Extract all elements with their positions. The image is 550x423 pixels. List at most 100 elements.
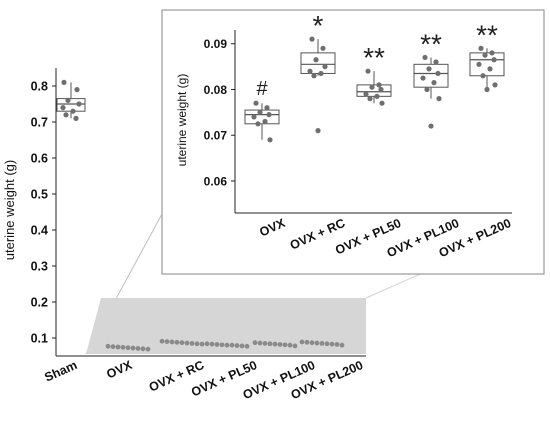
main-point: [60, 105, 66, 111]
inset-box: [300, 52, 336, 74]
inset-point: [487, 66, 493, 72]
inset-point: [262, 118, 268, 125]
inset-point: [484, 86, 490, 93]
main-point: [125, 345, 131, 351]
main-point: [267, 341, 273, 347]
inset-point: [433, 59, 439, 65]
inset-point: [424, 86, 430, 93]
inset-y-tick-label: 0.06: [204, 174, 228, 188]
inset-point: [257, 109, 263, 115]
inset-y-tick-label: 0.07: [204, 129, 228, 143]
inset-point: [253, 100, 259, 106]
main-point: [159, 338, 165, 344]
main-y-tick-label: 0.3: [31, 260, 48, 274]
inset-point: [436, 96, 442, 102]
inset-point: [313, 57, 319, 63]
main-point: [74, 87, 80, 93]
inset-point: [311, 73, 317, 79]
inset-point: [369, 84, 375, 90]
main-point: [214, 342, 220, 347]
main-point: [287, 342, 293, 348]
main-point: [204, 341, 210, 347]
main-category-label: Sham: [42, 358, 79, 385]
main-y-tick-label: 0.6: [31, 152, 48, 166]
main-point: [229, 342, 235, 348]
main-point: [135, 346, 141, 351]
inset-point: [420, 75, 426, 81]
main-point: [324, 341, 330, 347]
main-point: [304, 339, 310, 345]
main-point: [244, 343, 250, 349]
main-point: [262, 341, 268, 346]
inset-significance-label: *: [313, 10, 324, 41]
main-point: [140, 346, 146, 352]
main-point: [73, 115, 79, 121]
inset-point: [492, 82, 498, 88]
inset-point: [267, 137, 273, 143]
inset-point: [309, 36, 315, 42]
inset-point: [264, 105, 270, 111]
main-points: [60, 79, 345, 352]
main-point: [292, 343, 298, 349]
main-point: [299, 339, 305, 345]
main-point: [252, 340, 258, 346]
inset-point: [320, 45, 326, 51]
main-sham-box: [56, 82, 86, 119]
main-point: [224, 342, 230, 348]
inset-outlier: [315, 128, 321, 134]
inset-point: [489, 50, 495, 56]
main-point: [179, 340, 185, 346]
main-point: [115, 344, 121, 350]
main-y-tick-label: 0.5: [31, 188, 48, 202]
inset-point: [379, 100, 385, 106]
inset-significance-labels: #*******: [256, 10, 498, 100]
main-y-axis-label: uterine weight (g): [2, 160, 17, 260]
inset-significance-label: **: [363, 42, 385, 73]
main-y-tick-label: 0.1: [31, 332, 48, 346]
main-point: [209, 341, 215, 347]
inset-point: [478, 45, 484, 51]
inset-point: [255, 121, 261, 127]
main-point: [110, 344, 116, 350]
inset-point: [378, 86, 384, 93]
main-point: [105, 343, 111, 349]
main-category-label: OVX: [104, 358, 134, 382]
inset-point: [476, 61, 482, 67]
inset-box: [356, 84, 392, 97]
main-point: [70, 108, 76, 114]
main-point: [189, 341, 195, 346]
main-point: [194, 341, 200, 347]
zoom-band: [86, 298, 366, 354]
main-point: [319, 341, 325, 346]
main-point: [169, 339, 175, 345]
inset-points: [251, 36, 498, 143]
inset-significance-label: **: [420, 28, 442, 59]
main-y-tick-label: 0.8: [31, 80, 48, 94]
inset-point: [365, 68, 371, 74]
inset-point: [367, 96, 373, 102]
inset-point: [431, 80, 437, 86]
main-point: [164, 339, 170, 344]
main-y-ticks: 0.10.20.30.40.50.60.70.8: [31, 80, 56, 346]
inset-outlier: [428, 123, 434, 129]
main-point: [174, 339, 180, 345]
main-point: [63, 112, 69, 118]
main-point: [120, 344, 126, 350]
inset-significance-label: #: [256, 78, 268, 100]
main-point: [309, 340, 315, 346]
main-y-tick-label: 0.2: [31, 296, 48, 310]
main-point: [334, 342, 340, 347]
main-point: [234, 343, 240, 348]
main-point: [239, 343, 245, 349]
inset-y-tick-label: 0.08: [204, 83, 228, 97]
inset-point: [480, 73, 486, 79]
main-point: [130, 345, 136, 351]
inset-point: [435, 70, 441, 77]
inset-point: [422, 54, 428, 61]
main-y-tick-label: 0.4: [31, 224, 48, 238]
inset-point: [376, 82, 382, 88]
inset-point: [318, 70, 324, 77]
main-point: [257, 340, 263, 346]
